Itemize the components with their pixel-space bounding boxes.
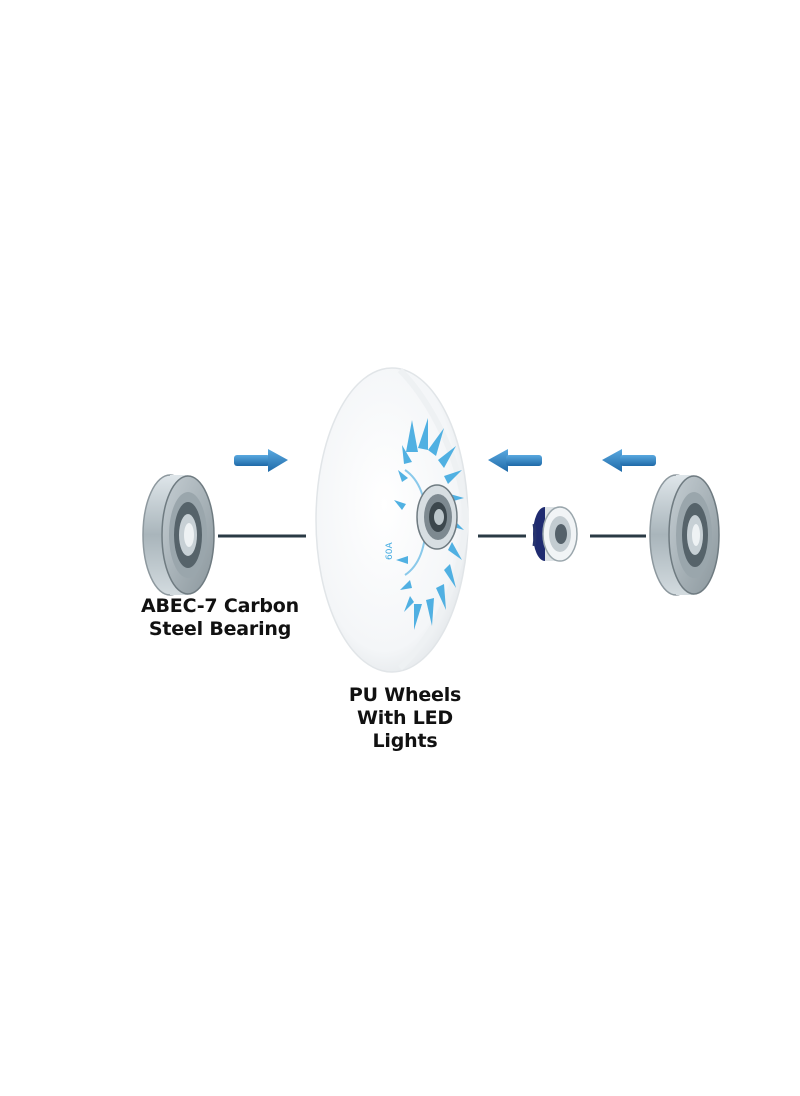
arrow-left-icon bbox=[488, 449, 542, 472]
left-bearing-icon bbox=[142, 474, 215, 596]
wheel-label: PU Wheels With LED Lights bbox=[315, 684, 495, 753]
arrow-left-icon-2 bbox=[602, 449, 656, 472]
wheel-label-line2: With LED bbox=[357, 707, 453, 729]
svg-text:60A: 60A bbox=[385, 542, 395, 560]
wheel-label-line3: Lights bbox=[372, 730, 438, 752]
arrow-right-icon bbox=[234, 449, 288, 472]
led-pattern bbox=[394, 418, 464, 630]
bearing-label: ABEC-7 Carbon Steel Bearing bbox=[120, 595, 320, 641]
bearing-label-line1: ABEC-7 Carbon bbox=[141, 595, 299, 617]
right-bearing-icon bbox=[649, 474, 720, 596]
spacer-icon bbox=[532, 506, 578, 562]
wheel-label-line1: PU Wheels bbox=[348, 684, 462, 706]
bearing-label-line2: Steel Bearing bbox=[148, 618, 292, 640]
pu-wheel-icon: 60A bbox=[315, 367, 470, 673]
